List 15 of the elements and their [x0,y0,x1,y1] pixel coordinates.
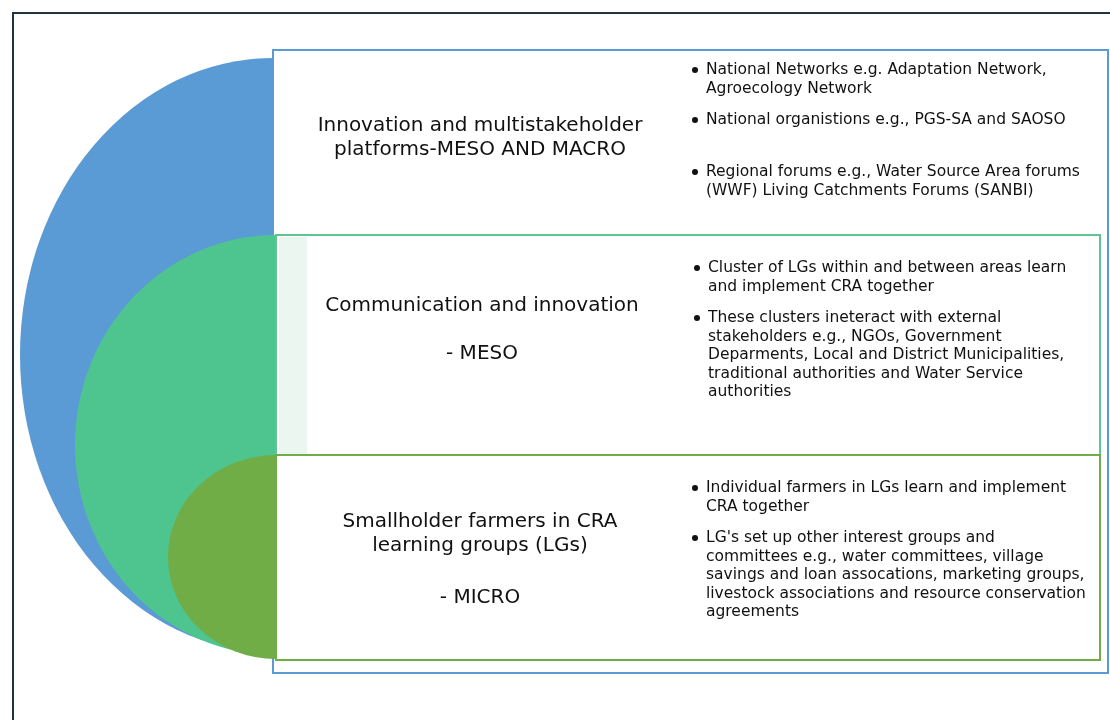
level-title: Smallholder farmers in CRA learning groups (LGs) [341,508,619,556]
bullet-point: National organistions e.g., PGS-SA and SAOSO [706,110,1066,129]
bullet-point: Individual farmers in LGs learn and implement CRA together [706,478,1068,516]
micro-band [168,455,1100,660]
bullet-point: Cluster of LGs within and between areas learn and implement CRA together [708,258,1068,296]
bullet-point: LG's set up other interest groups and committees e.g., water committees, village savings and loan assocations, marketing groups, livestock associations and resource conservation agreements [706,528,1086,621]
meso-band [75,235,1100,660]
macro-band [20,50,1108,673]
level-title: Communication and innovation [324,292,640,316]
bullet-point: Regional forums e.g., Water Source Area forums (WWF) Living Catchments Forums (SANBI) [706,162,1081,200]
level-title: Innovation and multistakeholder platforms-MESO AND MACRO [316,112,644,160]
bullet-point: These clusters ineteract with external stakeholders e.g., NGOs, Government Deparments, Local and District Municipalities, traditional authorities and Water Service authorities [708,308,1066,401]
level-title: - MICRO [438,584,522,608]
level-title: - MESO [445,340,519,364]
bullet-point: National Networks e.g. Adaptation Network, Agroecology Network [706,60,1048,98]
